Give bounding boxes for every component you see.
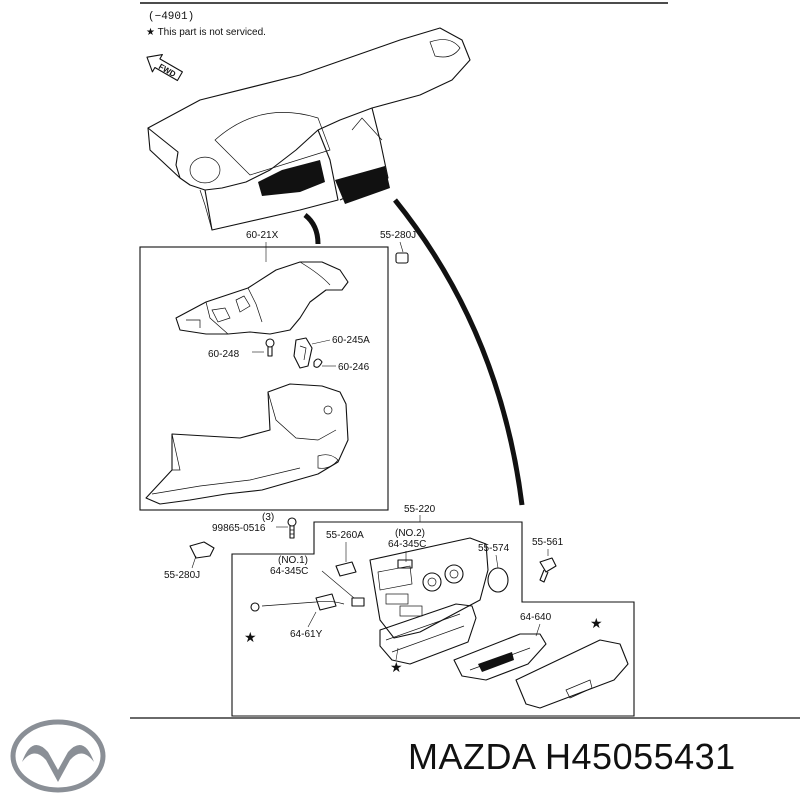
lower-column-cover [145, 383, 349, 505]
label-55-574: 55-574 [478, 543, 510, 554]
label-screw-qty: (3) [262, 512, 274, 523]
label-64-345c-no1: 64-345C [270, 566, 308, 577]
clip-55-280j-upper [395, 252, 409, 264]
bracket-60-245a [293, 337, 313, 369]
brand-name: MAZDA [408, 736, 535, 777]
label-55-220: 55-220 [404, 504, 436, 515]
label-64-61y: 64-61Y [290, 629, 323, 640]
leader-curve-upper [303, 213, 321, 245]
dashboard-outline [147, 27, 471, 231]
label-55-561: 55-561 [532, 537, 564, 548]
star-icon: ★ [244, 630, 257, 646]
brand-caption: MAZDA H45055431 [408, 736, 736, 778]
clip-55-280j-lower [189, 541, 215, 559]
label-64-345c-no2: 64-345C [388, 539, 426, 550]
switch-64-345c-no1 [351, 597, 365, 607]
console-opening [335, 166, 390, 204]
harness-64-61y [250, 593, 345, 612]
legend-note: ★ This part is not serviced. [146, 27, 266, 38]
label-60-246: 60-246 [338, 362, 370, 373]
label-no1: (NO.1) [278, 555, 308, 566]
switch-64-345c-no2 [397, 559, 413, 569]
mazda-logo-icon [10, 719, 106, 793]
screw-60-248 [265, 338, 275, 357]
cap-55-574 [487, 567, 509, 593]
label-no2: (NO.2) [395, 528, 425, 539]
column-opening [258, 160, 325, 196]
console-64-640 [453, 633, 547, 681]
fwd-arrow-icon: FWD [146, 53, 183, 82]
label-99865-0516: 99865-0516 [212, 523, 266, 534]
label-60-21x: 60-21X [246, 230, 279, 241]
center-panel-55-220 [369, 537, 489, 639]
clip-60-246 [313, 358, 323, 368]
star-icon: ★ [390, 660, 403, 676]
console-lid [515, 639, 629, 709]
screw-99865-0516 [287, 517, 297, 539]
console-tray [379, 603, 477, 665]
leader-curve-lower [393, 198, 525, 506]
label-55-280j-lower: 55-280J [164, 570, 200, 581]
label-64-640: 64-640 [520, 612, 552, 623]
part-number: H45055431 [545, 736, 736, 777]
label-55-280j-upper: 55-280J [380, 230, 416, 241]
label-60-248: 60-248 [208, 349, 240, 360]
panel-55-260a [335, 561, 357, 577]
bolt-55-561 [539, 557, 557, 583]
column-cover-group-box [139, 246, 389, 511]
star-icon: ★ [590, 616, 603, 632]
label-55-260a: 55-260A [326, 530, 364, 541]
section-code: (−4901) [148, 11, 194, 23]
console-group-box [231, 521, 635, 717]
upper-column-cover [175, 261, 349, 335]
label-60-245a: 60-245A [332, 335, 370, 346]
svg-text:FWD: FWD [157, 62, 177, 79]
